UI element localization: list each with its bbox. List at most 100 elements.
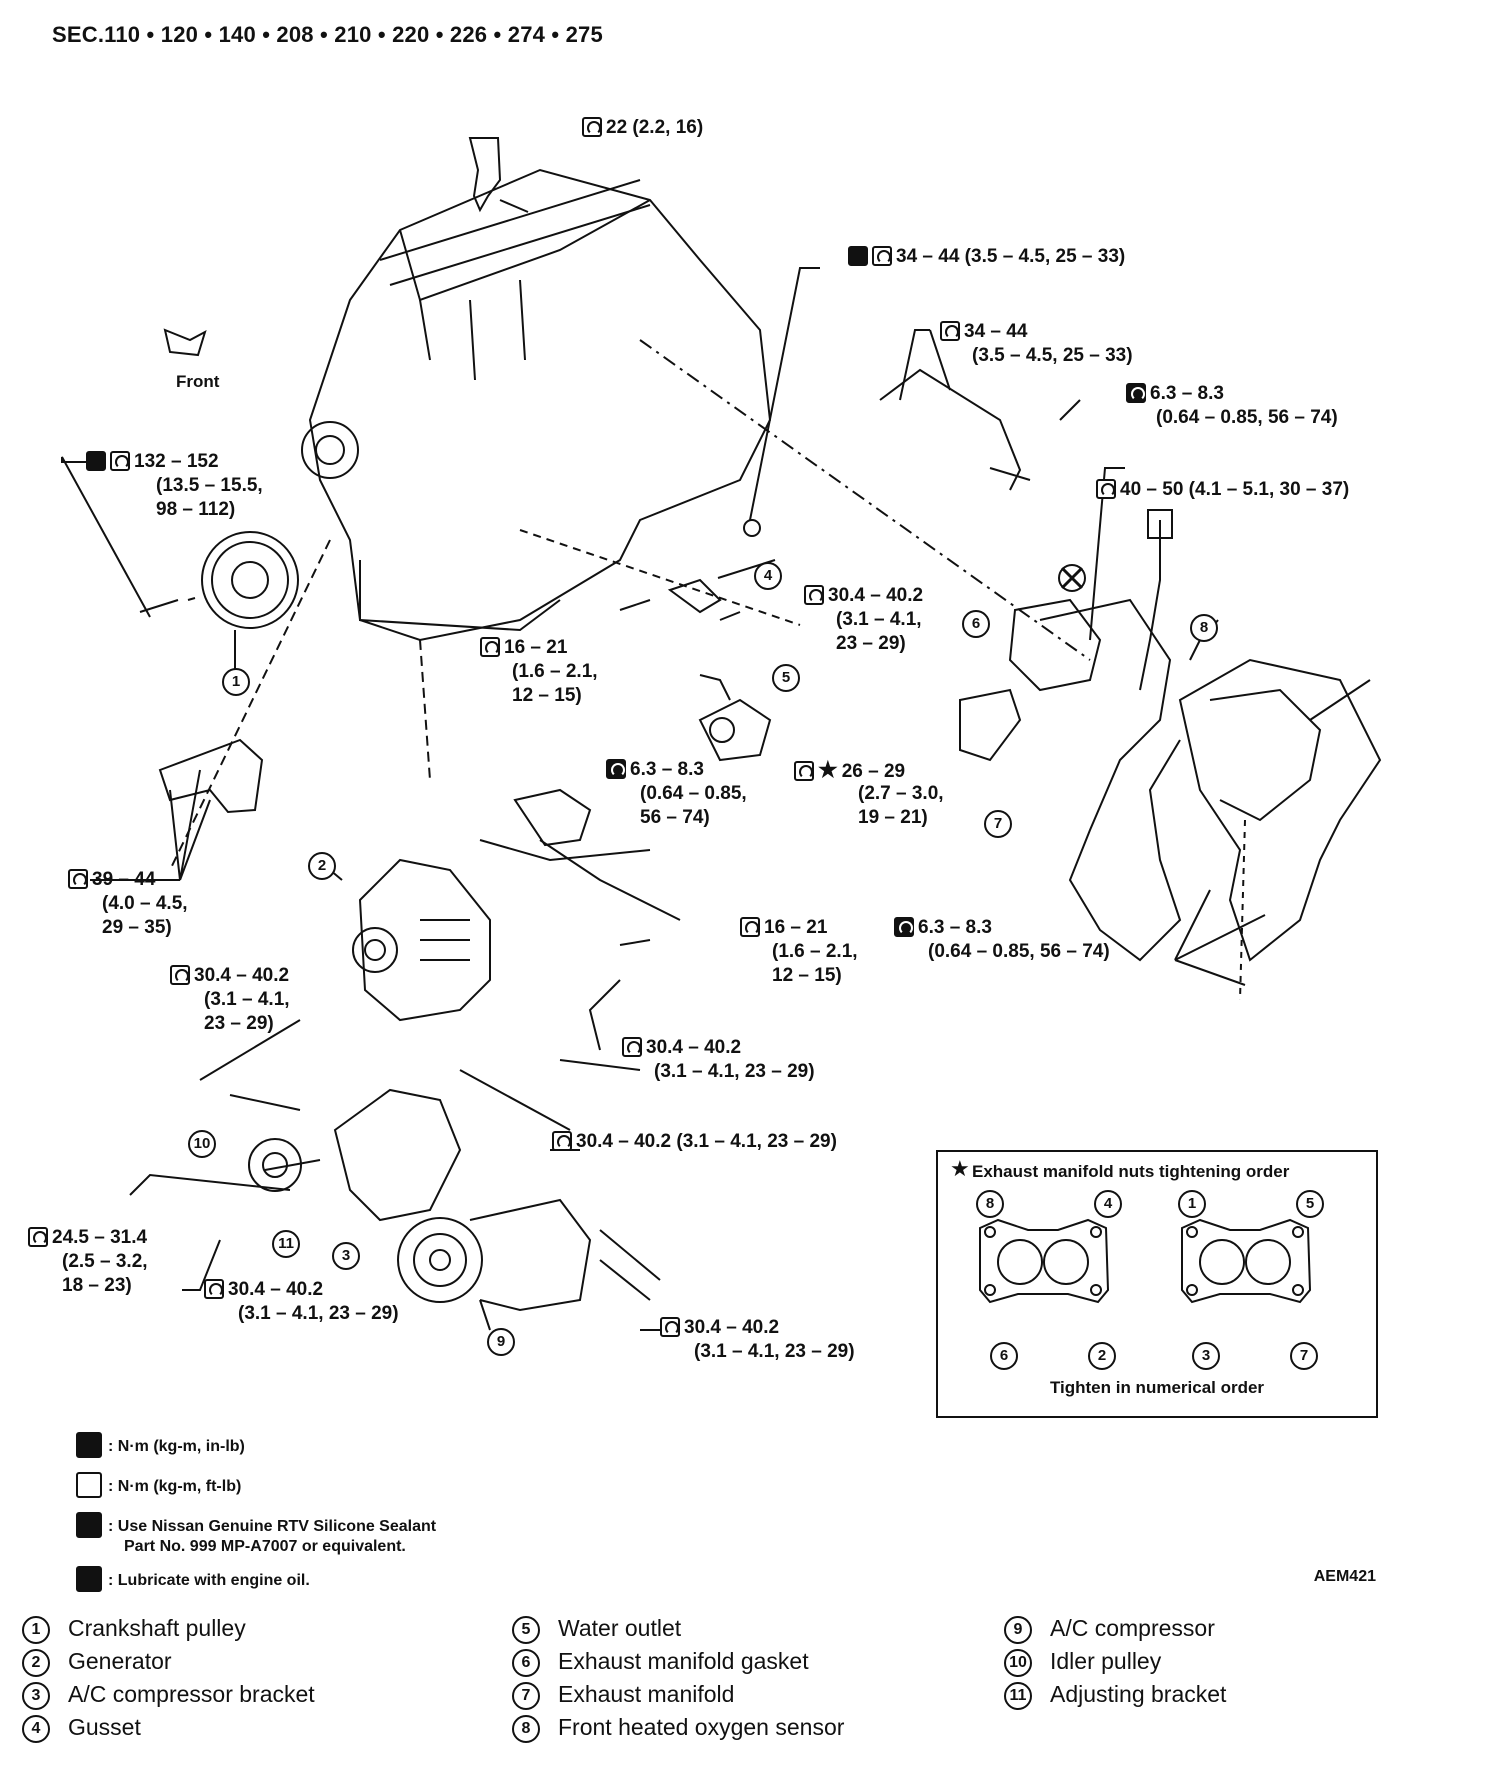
order-5: 5 [1296, 1190, 1324, 1218]
torque-spec-line: 23 – 29) [204, 1013, 274, 1034]
torque-spec: 16 – 21 [740, 916, 827, 940]
callout-4: 4 [754, 562, 782, 590]
exhaust-gasket [1008, 598, 1102, 692]
torque-spec-line: (3.1 – 4.1, [836, 609, 922, 630]
callout-3: 3 [332, 1242, 360, 1270]
sealant-icon [76, 1512, 102, 1538]
torque-spec-line: 12 – 15) [772, 965, 842, 986]
gasket-right [1181, 1218, 1312, 1304]
torque-ftlb-icon [552, 1131, 572, 1151]
sealant-icon [848, 246, 868, 266]
torque-ftlb-icon [872, 246, 892, 266]
timing-cover [301, 421, 359, 479]
figure-id: AEM421 [1313, 1568, 1376, 1585]
torque-spec: 22 (2.2, 16) [582, 116, 703, 140]
order-7: 7 [1290, 1342, 1318, 1370]
torque-spec: 132 – 152 [86, 450, 219, 474]
heat-shield [1178, 658, 1382, 962]
torque-ftlb-icon [110, 451, 130, 471]
order-6: 6 [990, 1342, 1018, 1370]
timing-cover-inner [315, 435, 345, 465]
engine-block-top [399, 199, 651, 302]
torque-ftlb-icon [804, 585, 824, 605]
torque-spec-line: 29 – 35) [102, 917, 172, 938]
guide-line [169, 539, 331, 871]
o2-sensor [1139, 520, 1161, 691]
torque-ftlb-icon [582, 117, 602, 137]
order-3: 3 [1192, 1342, 1220, 1370]
torque-spec: ★26 – 29 [794, 758, 905, 784]
callout-1: 1 [222, 668, 250, 696]
torque-spec: 30.4 – 40.2 (3.1 – 4.1, 23 – 29) [552, 1130, 837, 1154]
callout-7: 7 [984, 810, 1012, 838]
generator-bracket [513, 788, 592, 847]
torque-ftlb-icon [68, 869, 88, 889]
legend-sealant-part: Part No. 999 MP-A7007 or equivalent. [124, 1538, 406, 1555]
torque-ftlb-icon [794, 761, 814, 781]
torque-inlb-icon [894, 917, 914, 937]
torque-ftlb-icon [740, 917, 760, 937]
torque-spec-line: (0.64 – 0.85, 56 – 74) [928, 941, 1110, 962]
torque-spec-line: 18 – 23) [62, 1275, 132, 1296]
torque-spec-line: 12 – 15) [512, 685, 582, 706]
legend-sealant: : Use Nissan Genuine RTV Silicone Sealan… [76, 1512, 436, 1538]
ac-compressor-clutch [397, 1217, 483, 1303]
torque-spec-line: (2.7 – 3.0, [858, 783, 944, 804]
tightening-order-inset: ★ Exhaust manifold nuts tightening order… [936, 1150, 1378, 1418]
engine-head-detail [379, 179, 651, 381]
water-outlet [698, 698, 772, 762]
order-8: 8 [976, 1190, 1004, 1218]
callout-9: 9 [487, 1328, 515, 1356]
exhaust-manifold [1039, 598, 1182, 962]
hanger-bolt [499, 199, 529, 213]
callout-11: 11 [272, 1230, 300, 1258]
torque-spec: 30.4 – 40.2 [660, 1316, 779, 1340]
oil-pan [359, 560, 561, 632]
torque-ftlb-icon [28, 1227, 48, 1247]
callout-8: 8 [1190, 614, 1218, 642]
torque-spec: 34 – 44 [940, 320, 1027, 344]
inset-title: Exhaust manifold nuts tightening order [972, 1162, 1290, 1181]
torque-spec-line: (3.1 – 4.1, [204, 989, 290, 1010]
torque-spec-line: (0.64 – 0.85, 56 – 74) [1156, 407, 1338, 428]
torque-spec: 34 – 44 (3.5 – 4.5, 25 – 33) [848, 245, 1125, 269]
torque-spec-line: (3.1 – 4.1, 23 – 29) [238, 1303, 399, 1324]
torque-ftlb-icon [1096, 479, 1116, 499]
front-arrow [163, 328, 207, 357]
torque-ftlb-icon [76, 1472, 102, 1498]
torque-spec: 24.5 – 31.4 [28, 1226, 147, 1250]
torque-spec-line: (3.5 – 4.5, 25 – 33) [972, 345, 1133, 366]
legend-nm-ftlb: : N·m (kg-m, ft-lb) [76, 1472, 241, 1498]
ac-compressor-body [469, 1198, 592, 1312]
torque-spec-line: (1.6 – 2.1, [772, 941, 858, 962]
gasket-diagrams [979, 1218, 1312, 1304]
torque-spec: 40 – 50 (4.1 – 5.1, 30 – 37) [1096, 478, 1349, 502]
torque-spec: 16 – 21 [480, 636, 567, 660]
torque-spec: 30.4 – 40.2 [204, 1278, 323, 1302]
lubricate-icon [76, 1566, 102, 1592]
torque-spec: 30.4 – 40.2 [622, 1036, 741, 1060]
callout-5: 5 [772, 664, 800, 692]
torque-spec-line: 19 – 21) [858, 807, 928, 828]
torque-inlb-icon [606, 759, 626, 779]
gusset [667, 578, 722, 614]
torque-ftlb-icon [480, 637, 500, 657]
torque-spec-line: (2.5 – 3.2, [62, 1251, 148, 1272]
torque-inlb-icon [76, 1432, 102, 1458]
torque-spec-line: 98 – 112) [156, 499, 236, 520]
engine-hanger [468, 137, 502, 213]
order-4: 4 [1094, 1190, 1122, 1218]
order-1: 1 [1178, 1190, 1206, 1218]
lubricate-icon [86, 451, 106, 471]
torque-spec: 6.3 – 8.3 [894, 916, 992, 940]
